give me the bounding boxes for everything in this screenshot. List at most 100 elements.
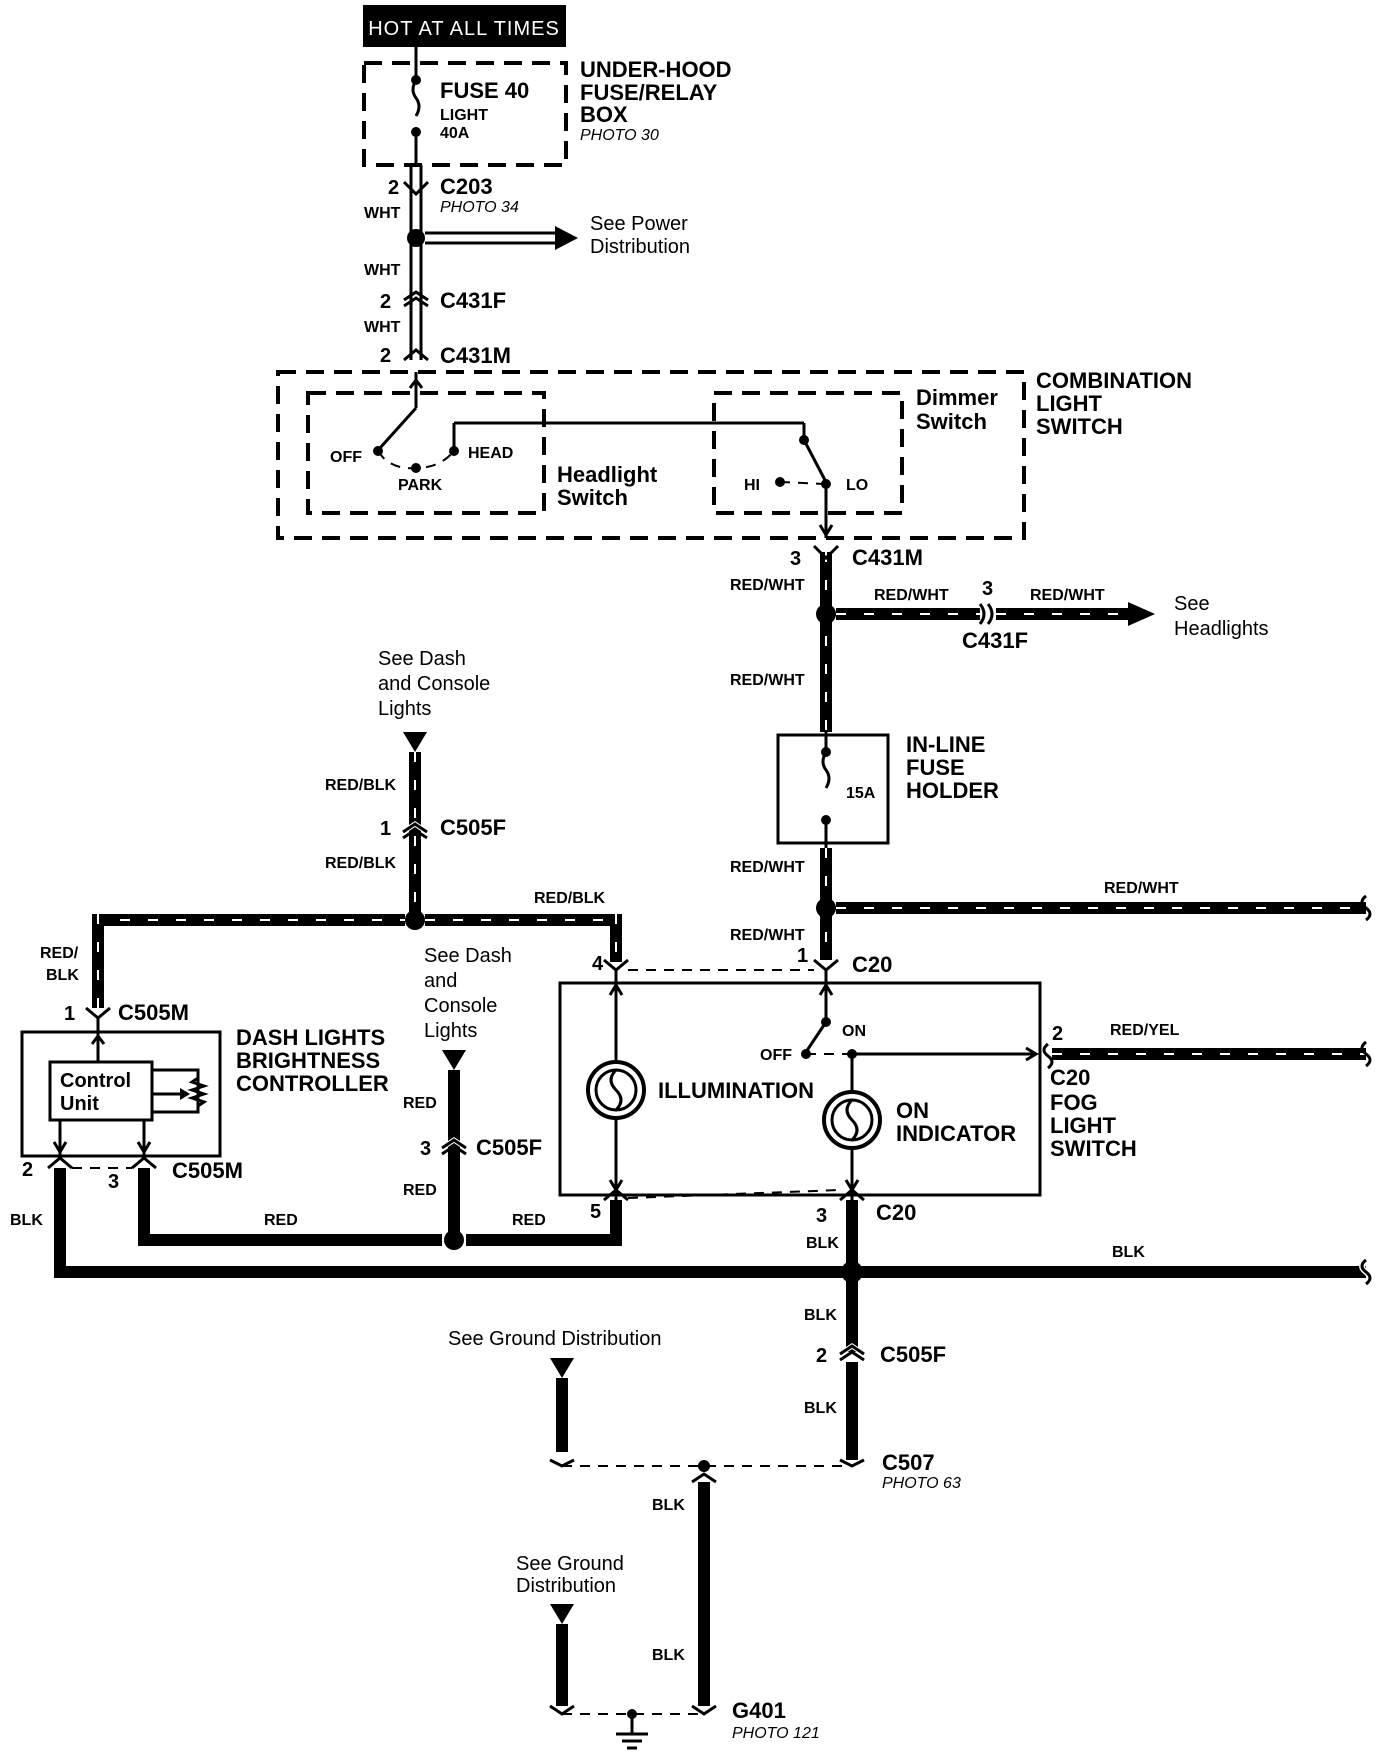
inline-fuse-name-1: IN-LINE [906, 732, 985, 757]
controller-wire-1: RED/ [40, 945, 79, 962]
hot-label: HOT AT ALL TIMES [368, 18, 560, 40]
headlights-connector: C431F [962, 628, 1028, 653]
ground-wire-1: BLK [806, 1235, 839, 1252]
ground-circuit: BLK BLK BLK 2 C505F BLK See Ground Distr… [54, 1200, 1373, 1750]
fuse-box-name-3: BOX [580, 102, 628, 127]
headlights-branch: RED/WHT 3 RED/WHT C431F See Headlights [816, 578, 1269, 653]
dash-mid-wire-below: RED [403, 1182, 437, 1199]
fog-conn-bottom: C20 [876, 1200, 916, 1225]
dash-top-wire-above: RED/BLK [325, 777, 397, 794]
controller-name-3: CONTROLLER [236, 1071, 389, 1096]
fog-illumination: ILLUMINATION [658, 1078, 814, 1103]
controller-pin-top: 1 [64, 1003, 75, 1025]
c20-top-name: C20 [852, 952, 892, 977]
connector-c20-top: RED/WHT 4 1 C20 [592, 927, 892, 977]
fuse-name: LIGHT [440, 107, 488, 124]
dash-top-name: C505F [440, 815, 506, 840]
g401-name: G401 [732, 1698, 786, 1723]
c20-top-wire: RED/WHT [730, 927, 805, 944]
c431f-wire-below: WHT [364, 319, 401, 336]
in-line-fuse-holder: RED/WHT 15A IN-LINE FUSE HOLDER RED/WHT [730, 672, 999, 876]
fuse-40-label: FUSE 40 [440, 78, 529, 103]
c20-top-pin-left: 4 [592, 953, 604, 975]
dash-mid-pin: 3 [420, 1138, 431, 1160]
dash-top-pin: 1 [380, 818, 391, 840]
combo-name-1: COMBINATION [1036, 368, 1192, 393]
red-wht-right-branch: RED/WHT [816, 880, 1372, 922]
control-unit-1: Control [60, 1070, 131, 1092]
dash-mid-see-4: Lights [424, 1020, 477, 1042]
c20-top-pin-right: 1 [797, 945, 808, 967]
fog-pin-b3: 3 [816, 1205, 827, 1227]
dash-lights-mid-feed: See Dash and Console Lights RED 3 C505F … [403, 945, 622, 1250]
ground-wire-3: BLK [804, 1400, 837, 1417]
fog-pin-b5: 5 [590, 1201, 601, 1223]
dimmer-switch-box [712, 391, 904, 515]
on-indicator-2: INDICATOR [896, 1121, 1016, 1146]
controller-wire-2: BLK [46, 967, 79, 984]
inline-fuse-name-3: HOLDER [906, 778, 999, 803]
controller-pin-left: 2 [22, 1159, 33, 1181]
ground-c505f-pin: 2 [816, 1345, 827, 1367]
controller-wire-ground: BLK [10, 1212, 43, 1229]
dimmer-hi: HI [744, 477, 760, 494]
dash-top-wire-right: RED/BLK [534, 890, 606, 907]
dash-top-wire-below: RED/BLK [325, 855, 397, 872]
on-indicator-1: ON [896, 1098, 929, 1123]
dash-mid-see-1: See Dash [424, 945, 512, 967]
control-unit-2: Unit [60, 1093, 99, 1115]
dash-mid-name: C505F [476, 1135, 542, 1160]
controller-name-2: BRIGHTNESS [236, 1048, 380, 1073]
under-hood-fuse-relay-box: FUSE 40 LIGHT 40A UNDER-HOOD FUSE/RELAY … [362, 47, 732, 167]
fog-switch-name-1: FOG [1050, 1090, 1098, 1115]
combo-name-3: SWITCH [1036, 414, 1123, 439]
dash-mid-see-3: Console [424, 995, 497, 1017]
inline-fuse-rating: 15A [846, 785, 876, 802]
headlight-switch-box [306, 391, 546, 515]
dash-top-see-3: Lights [378, 698, 431, 720]
right-branch-wire: RED/WHT [1104, 880, 1179, 897]
ground-symbol-icon [616, 1732, 648, 1750]
headlight-off: OFF [330, 449, 362, 466]
combination-light-switch: COMBINATION LIGHT SWITCH OFF PARK HEAD H… [276, 368, 1192, 540]
fog-on: ON [842, 1023, 866, 1040]
fog-light-switch: FOG LIGHT SWITCH ILLUMINATION OFF ON ON … [558, 970, 1372, 1227]
dimmer-switch-name-2: Switch [916, 409, 987, 434]
dash-top-see-1: See Dash [378, 648, 466, 670]
c431m-out-pin: 3 [790, 548, 801, 570]
fuse-box-photo: PHOTO 30 [580, 127, 659, 144]
c431m-out-name: C431M [852, 545, 923, 570]
connector-c203: 2 C203 WHT PHOTO 34 [364, 174, 519, 222]
g401-photo: PHOTO 121 [732, 1725, 820, 1742]
c431f-pin: 2 [380, 291, 391, 313]
controller-conn-bottom: C505M [172, 1158, 243, 1183]
c431m-top-name: C431M [440, 343, 511, 368]
power-dist-l1: See Power [590, 213, 688, 235]
controller-wire-red: RED [264, 1212, 298, 1229]
headlight-switch-name-2: Switch [557, 485, 628, 510]
ground-wire-5: BLK [652, 1647, 685, 1664]
connector-c431f-top: WHT 2 C431F WHT [364, 262, 506, 336]
dash-lights-brightness-controller: RED/ BLK 1 C505M DASH LIGHTS BRIGHTNESS … [10, 945, 442, 1272]
c431f-name: C431F [440, 288, 506, 313]
headlights-wire-left: RED/WHT [874, 587, 949, 604]
see-ground-2-1: See Ground [516, 1553, 624, 1575]
power-distribution-branch: See Power Distribution [407, 213, 690, 258]
c431m-out-wire: RED/WHT [730, 577, 805, 594]
see-headlights-2: Headlights [1174, 618, 1269, 640]
headlight-head: HEAD [468, 445, 513, 462]
controller-name-1: DASH LIGHTS [236, 1025, 385, 1050]
fog-pin-out: 2 [1052, 1023, 1063, 1045]
see-headlights-1: See [1174, 593, 1210, 615]
connector-c431m-top: 2 C431M [380, 343, 511, 368]
c507-name: C507 [882, 1450, 935, 1475]
dash-top-see-2: and Console [378, 673, 490, 695]
fuse-box-name-1: UNDER-HOOD [580, 57, 732, 82]
dimmer-lo: LO [846, 477, 868, 494]
fog-off: OFF [760, 1047, 792, 1064]
ground-wire-right: BLK [1112, 1244, 1145, 1261]
fog-conn-out: C20 [1050, 1065, 1090, 1090]
ground-wire-4: BLK [652, 1497, 685, 1514]
c431m-top-pin: 2 [380, 345, 391, 367]
